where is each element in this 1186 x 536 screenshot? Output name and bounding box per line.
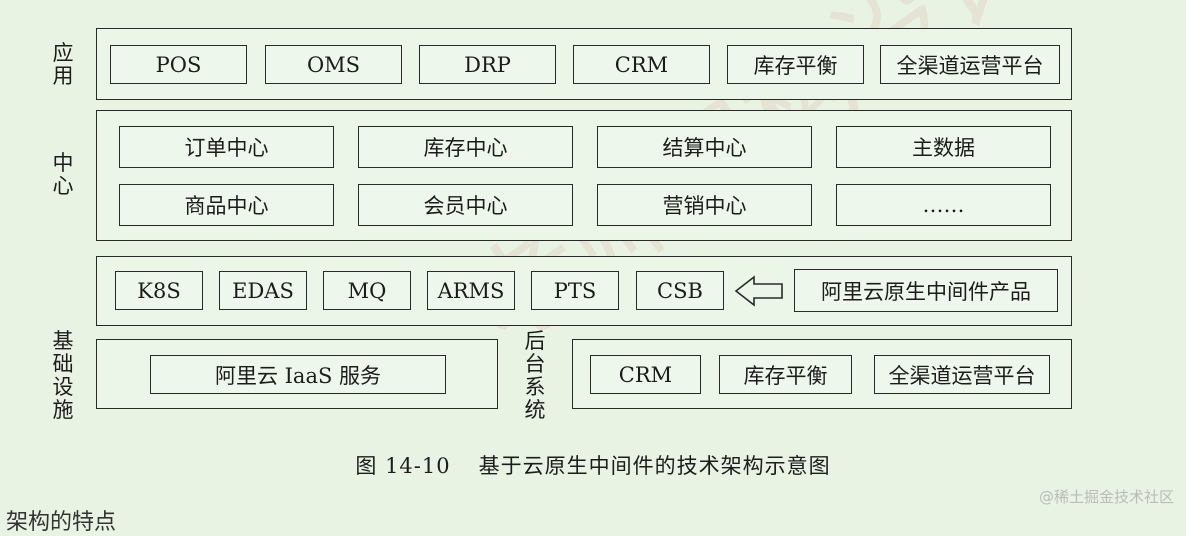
center-box-ellipsis: …… (836, 184, 1051, 226)
layer-label-backend: 后台系统 (524, 329, 546, 422)
center-box-order: 订单中心 (119, 126, 334, 168)
source-watermark: @稀土掘金技术社区 (1038, 488, 1174, 506)
middleware-box-csb: CSB (636, 271, 724, 310)
center-box-marketing: 营销中心 (597, 184, 812, 226)
middleware-box-mq: MQ (323, 271, 411, 310)
layer-label-app: 应用 (52, 41, 74, 88)
middleware-box-pts: PTS (531, 271, 619, 310)
middleware-box-arms: ARMS (427, 271, 515, 310)
backend-box-inventory-balance: 库存平衡 (719, 355, 852, 394)
backend-box-omnichannel-platform: 全渠道运营平台 (874, 355, 1050, 394)
figure-title: 基于云原生中间件的技术架构示意图 (478, 454, 831, 478)
center-box-member: 会员中心 (358, 184, 573, 226)
app-box-pos: POS (110, 45, 247, 84)
app-box-crm: CRM (573, 45, 710, 84)
app-box-oms: OMS (265, 45, 402, 84)
app-box-omnichannel-platform: 全渠道运营平台 (880, 45, 1060, 84)
layer-label-infra: 基础设施 (52, 329, 74, 422)
center-box-product: 商品中心 (119, 184, 334, 226)
center-box-settlement: 结算中心 (597, 126, 812, 168)
center-box-inventory: 库存中心 (358, 126, 573, 168)
figure-number: 图 14-10 (355, 454, 451, 478)
middleware-box-edas: EDAS (219, 271, 307, 310)
iaas-box: 阿里云 IaaS 服务 (150, 355, 446, 394)
figure-caption: 图 14-10 基于云原生中间件的技术架构示意图 (0, 450, 1186, 480)
layer-label-center: 中心 (52, 151, 74, 198)
next-heading-cut: 架构的特点 (6, 510, 117, 535)
app-box-inventory-balance: 库存平衡 (727, 45, 864, 84)
center-box-master-data: 主数据 (836, 126, 1051, 168)
middleware-product-box: 阿里云原生中间件产品 (794, 269, 1058, 312)
middleware-box-k8s: K8S (115, 271, 203, 310)
backend-box-crm: CRM (590, 355, 701, 394)
left-arrow-icon (734, 275, 783, 307)
app-box-drp: DRP (419, 45, 556, 84)
